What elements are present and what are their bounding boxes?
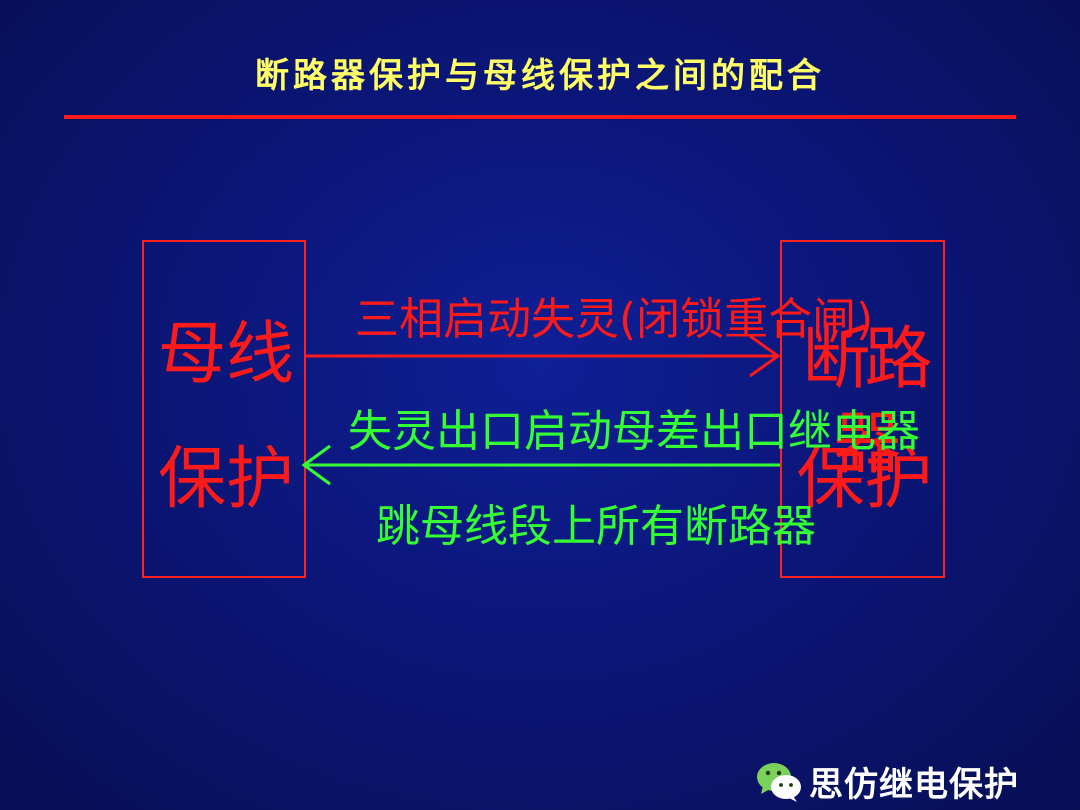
watermark: 思仿继电保护 (755, 757, 1019, 805)
red-arrow (306, 334, 781, 378)
busbar-protection-label-line2: 保护 (157, 440, 294, 519)
green-arrow (301, 444, 780, 486)
watermark-text: 思仿继电保护 (809, 764, 1019, 805)
breaker-protection-label-line1: 断路器 (802, 320, 932, 484)
breaker-protection-label-line2: 保护 (796, 440, 933, 519)
slide-title: 断路器保护与母线保护之间的配合 (255, 56, 825, 96)
green-arrow-label-line2: 跳母线段上所有断路器 (376, 501, 816, 552)
green-arrow-label-line1: 失灵出口启动母差出口继电器 (348, 406, 920, 457)
title-divider (64, 115, 1016, 119)
breaker-protection-box: 断路器 保护 (780, 240, 945, 578)
busbar-protection-label-line1: 母线 (157, 315, 294, 394)
busbar-protection-box: 母线 保护 (142, 240, 306, 578)
wechat-icon (757, 763, 801, 802)
red-arrow-label: 三相启动失灵(闭锁重合闸) (355, 294, 874, 345)
